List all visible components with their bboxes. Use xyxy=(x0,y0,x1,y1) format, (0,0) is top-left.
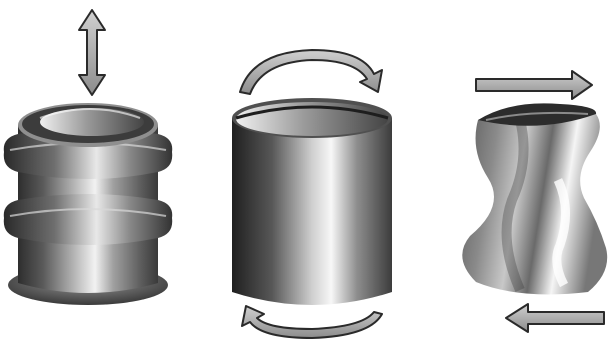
cylinder-body xyxy=(232,118,392,305)
shear-panel xyxy=(462,71,607,332)
compression-panel xyxy=(4,10,172,305)
bellows-ring-lower xyxy=(4,194,172,245)
shear-arrow-left-icon xyxy=(506,304,604,332)
vertical-double-arrow-icon xyxy=(79,10,105,95)
rotation-arrow-top-icon xyxy=(240,50,382,94)
rotation-arrow-bottom-icon xyxy=(242,306,382,338)
torsion-panel xyxy=(232,50,392,338)
shear-arrow-right-icon xyxy=(476,71,592,99)
sheared-tube-body xyxy=(462,110,607,294)
bellows-opening xyxy=(40,108,144,136)
